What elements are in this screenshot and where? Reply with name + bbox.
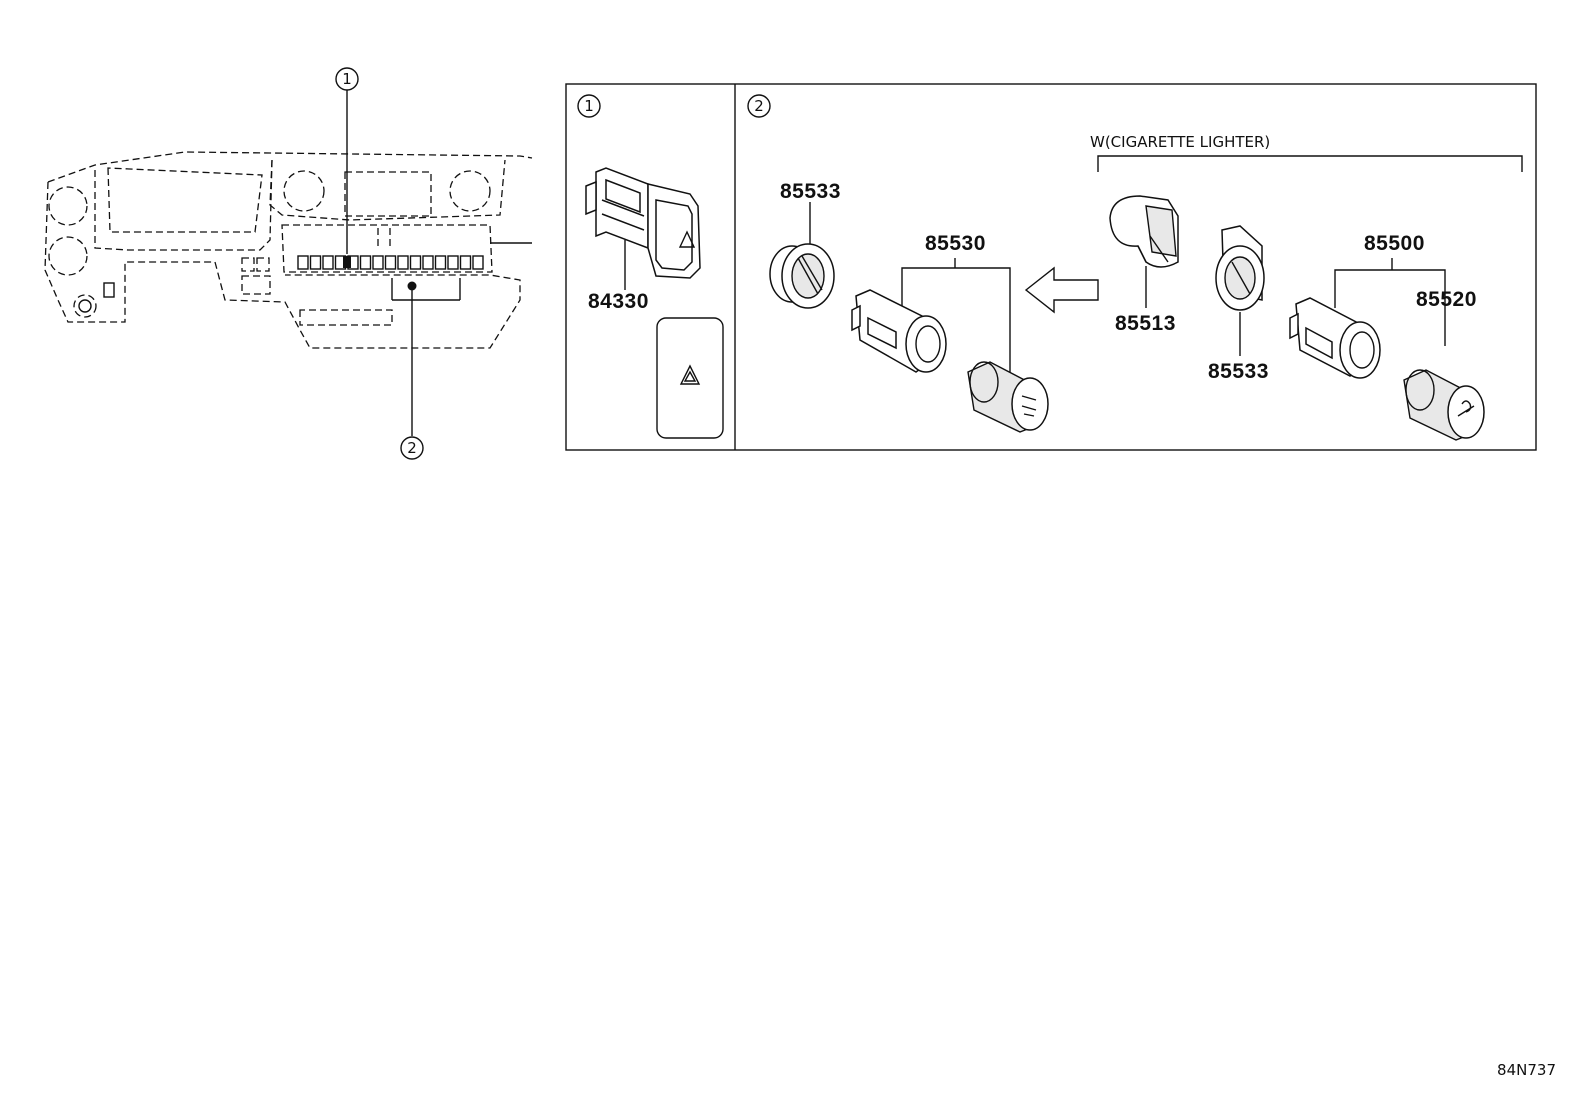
part-85533-left: 85533 — [780, 180, 841, 203]
bezel-ring-right — [1215, 225, 1265, 311]
part-85530: 85530 — [925, 232, 986, 255]
switch-blank — [359, 255, 372, 270]
dashboard-overview: 1 2 — [44, 67, 533, 460]
part-84330: 84330 — [588, 290, 649, 313]
switch-blank — [447, 255, 459, 270]
diagram-code: 84N737 — [1497, 1061, 1556, 1079]
arrow-left-icon — [1024, 266, 1099, 314]
power-outlet-icon — [967, 361, 1049, 433]
switch-blank — [384, 255, 397, 270]
hazard-triangle-icon — [679, 364, 701, 385]
cigarette-icon — [1403, 369, 1485, 441]
switch-blank — [472, 255, 484, 270]
hazard-triangle-icon — [678, 230, 696, 248]
switch-blank — [322, 255, 334, 270]
switch-blank — [459, 255, 472, 270]
svg-text:2: 2 — [407, 439, 417, 457]
retainer-85513 — [1109, 195, 1179, 268]
switch-blank — [434, 255, 447, 270]
hazard-switch-body — [585, 167, 701, 279]
switch-blank — [297, 255, 309, 270]
svg-text:1: 1 — [584, 97, 594, 115]
callout-2: 2 — [400, 281, 424, 460]
note-w-cigarette-lighter: W(CIGARETTE LIGHTER) — [1090, 133, 1270, 151]
lighter-socket — [1289, 297, 1381, 379]
part-85513: 85513 — [1115, 312, 1176, 335]
panel-2: 2 85533 85530 — [747, 94, 1523, 441]
svg-text:2: 2 — [754, 97, 764, 115]
cigarette-lighter-bracket — [1097, 155, 1523, 172]
socket-body-left — [851, 289, 947, 373]
switch-row — [297, 255, 484, 270]
switch-blank — [397, 255, 409, 270]
switch-blank — [372, 255, 384, 270]
svg-text:1: 1 — [342, 70, 352, 88]
switch-blank — [309, 255, 322, 270]
hazard-switch-front — [656, 317, 724, 439]
part-85520: 85520 — [1416, 288, 1477, 311]
part-85533-right: 85533 — [1208, 360, 1269, 383]
part-85500: 85500 — [1364, 232, 1425, 255]
panel-1: 1 84330 — [577, 94, 724, 439]
switch-blank — [422, 255, 434, 270]
callout-1: 1 — [335, 67, 359, 268]
switch-blank — [409, 255, 422, 270]
bezel-ring-left — [769, 243, 835, 309]
parts-frame — [565, 83, 1537, 451]
